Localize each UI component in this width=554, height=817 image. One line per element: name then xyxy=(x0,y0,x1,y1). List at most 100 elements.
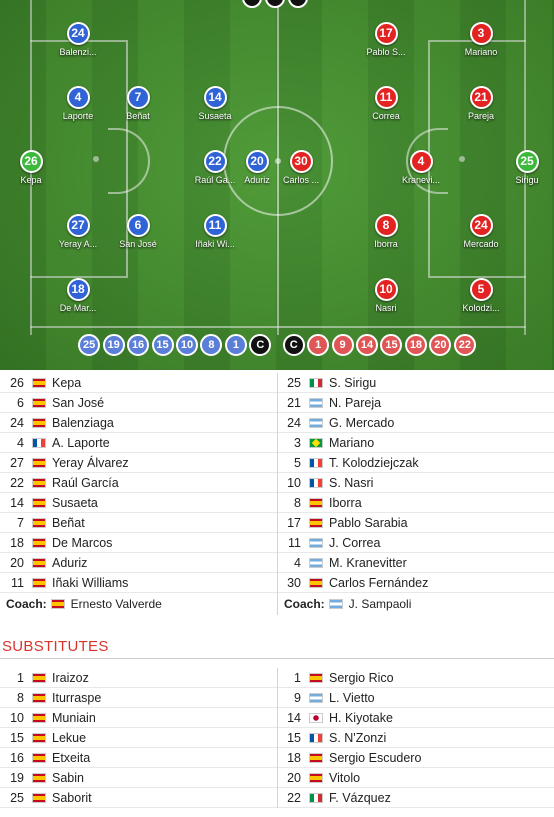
player-name[interactable]: Yeray Álvarez xyxy=(52,456,129,470)
player-name[interactable]: Iborra xyxy=(329,496,362,510)
player-name[interactable]: De Marcos xyxy=(52,536,113,550)
player-name[interactable]: M. Kranevitter xyxy=(329,556,407,570)
sub-circle-away[interactable]: 20 xyxy=(429,334,452,356)
player-name[interactable]: San José xyxy=(52,396,105,410)
player-name[interactable]: J. Correa xyxy=(329,536,381,550)
sub-circle-away[interactable]: 14 xyxy=(356,334,379,356)
player-name[interactable]: Balenziaga xyxy=(52,416,114,430)
sub-circle-away[interactable]: 22 xyxy=(453,334,476,356)
coach-circle-away[interactable]: C xyxy=(282,334,305,356)
player-name[interactable]: H. Kiyotake xyxy=(329,711,393,725)
player-name[interactable]: Iraizoz xyxy=(52,671,89,685)
player-name[interactable]: Susaeta xyxy=(52,496,98,510)
sub-circle-home[interactable]: 15 xyxy=(151,334,174,356)
sub-circle-home[interactable]: 16 xyxy=(127,334,150,356)
sub-circle-away[interactable]: 15 xyxy=(380,334,403,356)
player-name[interactable]: Carlos Fernández xyxy=(329,576,429,590)
player-name[interactable]: G. Mercado xyxy=(329,416,395,430)
sub-circle-home[interactable]: 25 xyxy=(78,334,101,356)
sub-circle-away[interactable]: 18 xyxy=(404,334,427,356)
sub-circle-home[interactable]: 8 xyxy=(200,334,223,356)
sub-circle-home[interactable]: 19 xyxy=(102,334,125,356)
sub-circle-away[interactable]: 9 xyxy=(331,334,354,356)
player-name[interactable]: Mariano xyxy=(329,436,375,450)
sub-circle-home[interactable]: 1 xyxy=(224,334,247,356)
player-name[interactable]: Vitolo xyxy=(329,771,361,785)
player-name[interactable]: Raúl García xyxy=(52,476,119,490)
player-name[interactable]: Iñaki Williams xyxy=(52,576,129,590)
player-name[interactable]: Sabin xyxy=(52,771,84,785)
player-name[interactable]: Sergio Escudero xyxy=(329,751,422,765)
sub-circle-away[interactable]: 1 xyxy=(307,334,330,356)
player-name[interactable]: Etxeita xyxy=(52,751,91,765)
player-name[interactable]: S. N'Zonzi xyxy=(329,731,387,745)
player-name[interactable]: N. Pareja xyxy=(329,396,382,410)
player-name[interactable]: Muniain xyxy=(52,711,96,725)
player-name[interactable]: Aduriz xyxy=(52,556,88,570)
player-name[interactable]: Lekue xyxy=(52,731,87,745)
coach-circle-home[interactable]: C xyxy=(249,334,272,356)
player-name[interactable]: Iturraspe xyxy=(52,691,102,705)
coach-name[interactable]: J. Sampaoli xyxy=(348,597,412,611)
player-name[interactable]: A. Laporte xyxy=(52,436,110,450)
coach-name[interactable]: Ernesto Valverde xyxy=(70,597,162,611)
player-name[interactable]: S. Nasri xyxy=(329,476,374,490)
player-name[interactable]: F. Vázquez xyxy=(329,791,391,805)
sub-circle-home[interactable]: 10 xyxy=(175,334,198,356)
player-name[interactable]: Beñat xyxy=(52,516,85,530)
player-name[interactable]: L. Vietto xyxy=(329,691,375,705)
player-name[interactable]: Sergio Rico xyxy=(329,671,394,685)
player-name[interactable]: T. Kolodziejczak xyxy=(329,456,419,470)
